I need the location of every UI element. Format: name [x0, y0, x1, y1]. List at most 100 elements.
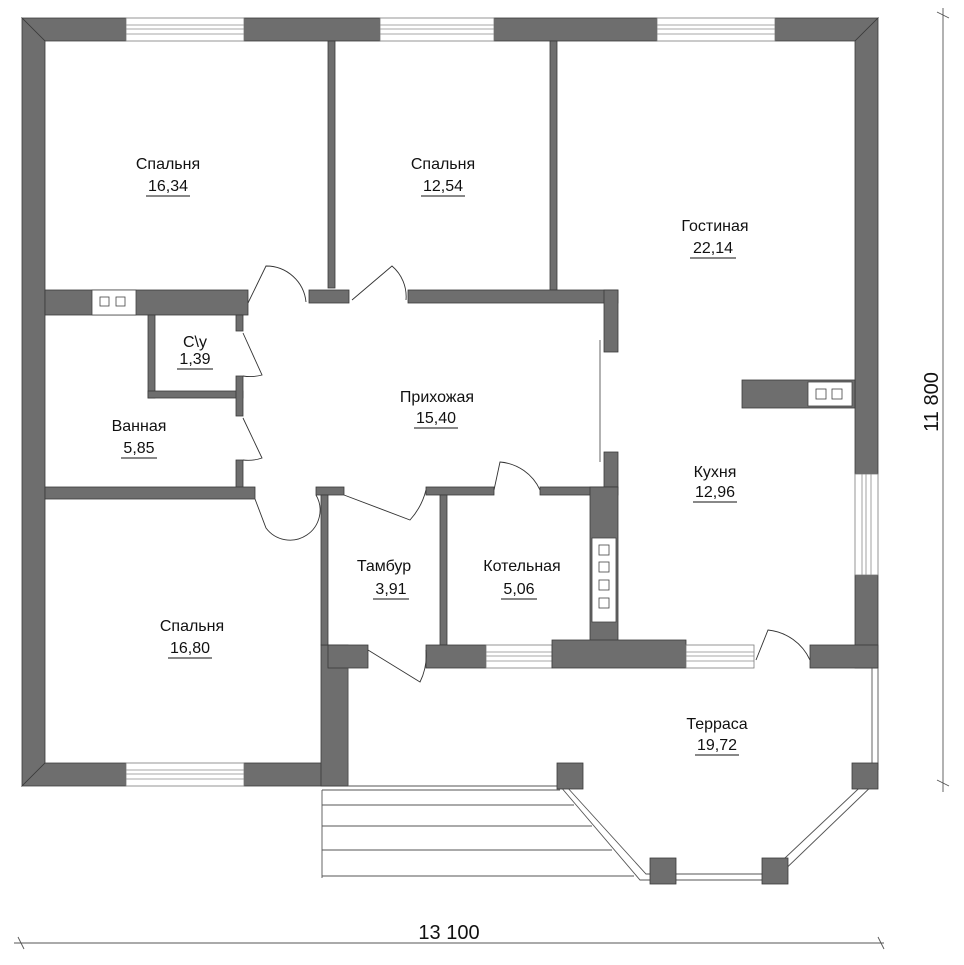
room-name: Прихожая — [400, 389, 474, 406]
door-vestibule[interactable] — [343, 489, 427, 521]
top-wall-mid1 — [243, 17, 381, 42]
window-bedroom-2 — [379, 17, 495, 42]
window-kitchen-south — [685, 644, 755, 669]
terrace-column — [761, 857, 789, 885]
wall-hall-top-a — [308, 289, 350, 304]
room-name: Котельная — [483, 558, 560, 575]
window-boiler — [485, 644, 553, 669]
terrace-column — [556, 762, 584, 790]
interior-walls — [44, 40, 879, 669]
south-wall-d — [809, 644, 879, 669]
room-area: 1,39 — [179, 351, 210, 368]
chimney-hole — [598, 597, 610, 609]
room-hall: Прихожая 15,40 — [400, 389, 474, 429]
room-area: 5,85 — [123, 440, 154, 457]
width-dimension: 13 100 — [418, 922, 479, 944]
vestibule-west-wall — [320, 494, 329, 646]
door-bedroom-1[interactable] — [247, 265, 307, 304]
window-living — [656, 17, 776, 42]
room-living: Гостиная 22,14 — [681, 218, 749, 259]
room-name: Спальня — [160, 618, 224, 635]
partition-bed2-living — [549, 40, 558, 291]
right-wall-upper — [854, 17, 879, 475]
window-bedroom-1 — [125, 17, 245, 42]
room-kitchen: Кухня 12,96 — [693, 464, 737, 503]
outer-walls — [21, 17, 879, 787]
door-entrance[interactable] — [367, 649, 427, 683]
room-name: С\у — [183, 334, 207, 351]
vent-hole — [115, 296, 126, 307]
door-bathroom[interactable] — [242, 417, 263, 461]
chimney-hole — [598, 579, 610, 591]
room-name: Кухня — [694, 464, 737, 481]
wc-bath-stub — [235, 375, 244, 417]
room-bedroom-2: Спальня 12,54 — [411, 156, 475, 197]
chimney-hole — [598, 544, 610, 556]
doors — [242, 265, 811, 683]
vent-duct-1 — [91, 289, 137, 316]
hall-living-stub-lower — [603, 451, 619, 489]
hall-living-stub-upper — [603, 289, 619, 353]
wall-under-bath — [44, 486, 256, 500]
vent-hole — [99, 296, 110, 307]
top-wall-mid2 — [493, 17, 658, 42]
wall-vest-top-b — [425, 486, 495, 496]
room-bathroom: Ванная 5,85 — [112, 418, 167, 459]
door-boiler[interactable] — [493, 461, 541, 491]
room-name: Гостиная — [681, 218, 748, 235]
terrace-column — [649, 857, 677, 885]
wc-south-wall — [147, 390, 244, 399]
room-name: Терраса — [686, 716, 747, 733]
room-wc: С\у 1,39 — [177, 334, 213, 370]
room-name: Спальня — [411, 156, 475, 173]
room-bedroom-3: Спальня 16,80 — [160, 618, 224, 659]
height-dimension: 11 800 — [921, 372, 943, 432]
wall-hall-top-b — [407, 289, 619, 304]
room-area: 12,96 — [695, 484, 735, 501]
room-area: 19,72 — [697, 737, 737, 754]
partition-bed1-bed2 — [327, 40, 336, 289]
room-bedroom-1: Спальня 16,34 — [136, 156, 200, 197]
window-bedroom-3 — [125, 762, 245, 787]
terrace-bay-outer — [559, 779, 879, 881]
room-boiler: Котельная 5,06 — [483, 558, 561, 600]
dimension-lines: 13 100 11 800 — [14, 8, 950, 950]
room-area: 15,40 — [416, 410, 456, 427]
vent-hole — [831, 388, 843, 400]
door-terrace[interactable] — [755, 629, 811, 661]
terrace — [321, 668, 879, 885]
room-area: 22,14 — [693, 240, 733, 257]
room-area: 12,54 — [423, 178, 463, 195]
vent-duct-2 — [807, 381, 853, 407]
room-terrace: Терраса 19,72 — [686, 716, 748, 756]
vestibule-boiler-wall — [439, 494, 448, 646]
room-name: Тамбур — [357, 558, 411, 575]
room-area: 3,91 — [375, 581, 406, 598]
room-area: 5,06 — [503, 581, 534, 598]
entrance-steps — [321, 789, 634, 878]
door-bedroom-3[interactable] — [254, 494, 321, 541]
door-bedroom-2[interactable] — [351, 265, 407, 301]
wall-under-bed1 — [44, 289, 249, 316]
room-name: Ванная — [112, 418, 167, 435]
vent-hole — [815, 388, 827, 400]
room-area: 16,80 — [170, 640, 210, 657]
terrace-bay-inner — [565, 775, 873, 875]
south-wall-b — [425, 644, 487, 669]
terrace-column — [851, 762, 879, 790]
wc-west-wall — [147, 314, 156, 399]
room-vestibule: Тамбур 3,91 — [357, 558, 411, 600]
room-labels: Спальня 16,34 Спальня 12,54 Гостиная 22,… — [112, 156, 749, 756]
door-wc[interactable] — [242, 332, 263, 377]
south-wall-a — [327, 644, 369, 669]
wc-east-stub — [235, 314, 244, 332]
south-wall-c — [551, 639, 687, 669]
room-name: Спальня — [136, 156, 200, 173]
wall-vest-top-a — [315, 486, 345, 496]
chimney-hole — [598, 561, 610, 573]
kitchen-window — [854, 473, 879, 576]
top-windows — [125, 17, 776, 787]
bath-east-stub — [235, 459, 244, 489]
room-area: 16,34 — [148, 178, 188, 195]
